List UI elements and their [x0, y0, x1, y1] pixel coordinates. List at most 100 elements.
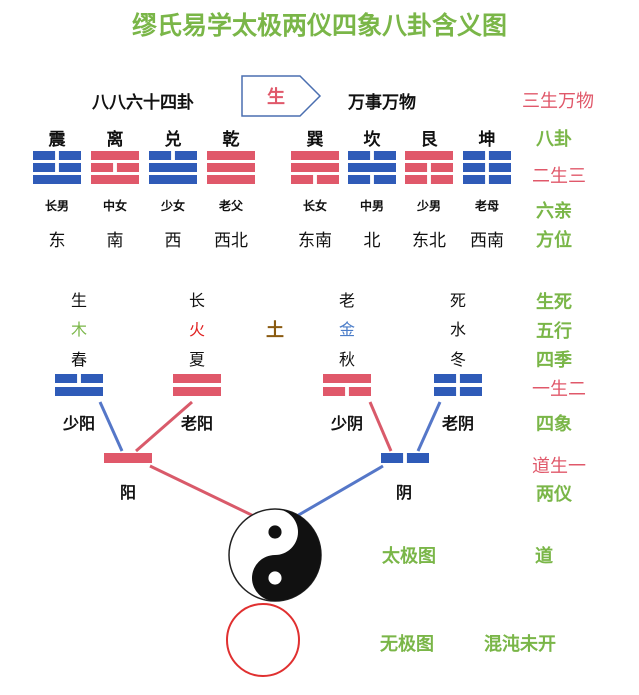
trigram-kin: 少男 [416, 199, 441, 213]
trigram-line-yin-right [58, 163, 81, 172]
sixiang-line-yin-left [323, 387, 346, 396]
label-siji: 四季 [536, 350, 572, 371]
hexagrams-label: 八八六十四卦 [92, 93, 194, 113]
trigram-kin: 长女 [302, 199, 327, 213]
yang-label: 阳 [119, 483, 136, 502]
trigram-line-yang [405, 151, 453, 160]
trigram-line-yin-left [405, 163, 428, 172]
sixiang-season: 春 [70, 350, 87, 369]
trigram-name: 兑 [164, 130, 182, 150]
trigram-line-yin-left [463, 151, 486, 160]
label-yishenger: 一生二 [532, 379, 586, 400]
sixiang-line-yang [173, 374, 221, 383]
link-laoyang [135, 400, 193, 453]
trigram-line-yang [348, 163, 396, 172]
trigram-line-yang [291, 163, 339, 172]
link-yang-taiji [149, 464, 263, 522]
trigram-kin: 老母 [474, 199, 499, 213]
trigram-line-yin-left [149, 151, 172, 160]
label-liuqin: 六亲 [536, 201, 572, 222]
trigram-line-yang [207, 175, 255, 184]
trigram-line-yin-left [463, 175, 486, 184]
label-shengsi: 生死 [536, 292, 572, 313]
trigram-line-yin-left [463, 163, 486, 172]
arrow-shape [241, 75, 322, 117]
sixiang-element: 水 [449, 320, 466, 339]
yin-label: 阴 [395, 483, 412, 502]
trigram-line-yin-right [430, 163, 453, 172]
liangyi-yin-yin-left [381, 453, 404, 463]
sixiang-season: 秋 [338, 350, 355, 369]
sixiang-name: 老阴 [441, 414, 474, 433]
dao-label: 道 [535, 546, 553, 567]
taiji-dot-bottom [268, 571, 282, 585]
trigram-name: 震 [48, 130, 66, 150]
trigram-line-yin-right [58, 151, 81, 160]
sixiang-line-yin-right [348, 387, 371, 396]
sixiang-name: 少阳 [62, 414, 95, 433]
sixiang-line-yang [173, 387, 221, 396]
trigram-line-yin-left [405, 175, 428, 184]
label-wuxing: 五行 [536, 321, 572, 342]
arrow-box: 生 [241, 75, 322, 117]
trigram-direction: 西 [164, 231, 182, 251]
page-title: 缪氏易学太极两仪四象八卦含义图 [131, 11, 507, 40]
trigram-direction: 西北 [214, 231, 248, 251]
label-liangyi: 两仪 [536, 484, 572, 505]
trigram-line-yin-right [488, 163, 511, 172]
trigram-line-yang [207, 163, 255, 172]
earth-element: 土 [266, 320, 284, 341]
trigram-direction: 西南 [470, 231, 504, 251]
trigram-line-yin-left [348, 151, 371, 160]
trigram-line-yin-left [291, 175, 314, 184]
trigram-line-yang [149, 163, 197, 172]
trigram-line-yin-right [488, 151, 511, 160]
trigram-name: 坎 [363, 130, 381, 150]
label-sixiang: 四象 [536, 414, 572, 435]
trigram-direction: 东 [48, 231, 66, 251]
taiji-dot-top [268, 525, 282, 539]
sixiang-season: 冬 [449, 350, 466, 369]
sixiang-line-yin-right [459, 374, 482, 383]
sixiang-season: 夏 [188, 350, 205, 369]
trigram-kin: 老父 [218, 199, 243, 213]
trigram-line-yang [91, 151, 139, 160]
link-shaoyang [98, 401, 124, 452]
trigram-line-yin-left [91, 163, 114, 172]
sixiang-name: 老阳 [180, 414, 213, 433]
trigram-line-yang [291, 151, 339, 160]
trigram-line-yin-right [373, 151, 396, 160]
sixiang-element: 火 [188, 320, 205, 339]
trigram-line-yin-right [488, 175, 511, 184]
sixiang-line-yin-left [434, 374, 457, 383]
sanshengwanwu-label: 三生万物 [522, 91, 594, 112]
trigram-name: 离 [106, 130, 124, 150]
trigram-line-yang [33, 175, 81, 184]
trigram-line-yin-right [373, 175, 396, 184]
trigram-line-yin-left [33, 163, 56, 172]
link-yin-taiji [289, 464, 384, 522]
trigram-direction: 南 [106, 231, 124, 251]
trigram-name: 巽 [306, 130, 324, 150]
trigram-kin: 少女 [160, 199, 185, 213]
sixiang-line-yin-left [434, 387, 457, 396]
trigram-direction: 东南 [298, 231, 332, 251]
trigram-line-yin-left [33, 151, 56, 160]
sixiang-line-yang [323, 374, 371, 383]
link-laoyin [416, 401, 442, 452]
trigram-line-yin-right [116, 163, 139, 172]
trigram-line-yin-right [174, 151, 197, 160]
sixiang-life: 老 [338, 291, 355, 310]
sixiang-name: 少阴 [330, 414, 363, 433]
taiji-label: 太极图 [382, 546, 436, 567]
sixiang-line-yin-right [80, 374, 103, 383]
liangyi-yin-yin-right [406, 453, 429, 463]
sixiang-line-yin-right [459, 387, 482, 396]
trigram-direction: 北 [363, 231, 381, 251]
label-daoshengyi: 道生一 [532, 456, 586, 477]
all-things-label: 万事万物 [348, 93, 416, 113]
sixiang-life: 生 [70, 291, 87, 310]
trigram-name: 乾 [222, 130, 240, 150]
sixiang-life: 死 [449, 291, 466, 310]
label-bagua: 八卦 [536, 129, 572, 150]
